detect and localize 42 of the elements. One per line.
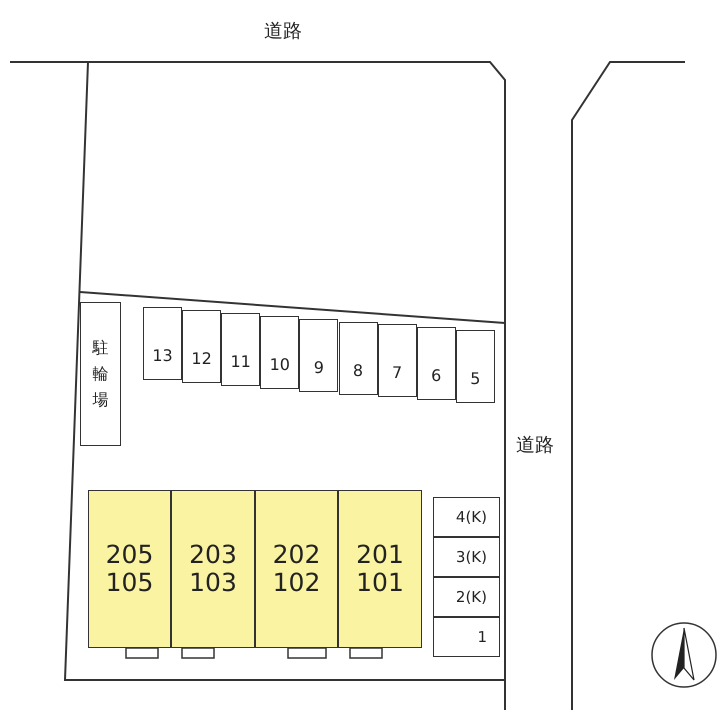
parking-space bbox=[433, 617, 500, 657]
space-number: 7 bbox=[392, 363, 402, 382]
apartment-unit bbox=[338, 490, 422, 648]
space-number: 2(K) bbox=[456, 588, 487, 606]
bicycle-parking-area bbox=[80, 302, 121, 446]
parking-space bbox=[338, 322, 378, 394]
apartment-unit bbox=[171, 490, 255, 648]
space-number: 3(K) bbox=[456, 548, 487, 566]
space-number: 203 bbox=[189, 541, 237, 569]
parking-space bbox=[182, 310, 222, 383]
parking-space bbox=[299, 318, 338, 392]
space-number: 105 bbox=[106, 569, 154, 597]
space-number: 202 bbox=[272, 541, 320, 569]
space-number: 12 bbox=[191, 348, 212, 368]
space-number: 9 bbox=[314, 358, 324, 377]
space-number: 6 bbox=[431, 366, 442, 386]
space-number: 13 bbox=[152, 346, 173, 365]
space-number: 4(K) bbox=[456, 508, 487, 526]
parking-space bbox=[433, 497, 500, 537]
parking-space bbox=[221, 312, 260, 386]
parking-space bbox=[378, 324, 417, 398]
road-label: 道路 bbox=[264, 19, 302, 44]
parking-space bbox=[143, 307, 182, 380]
apartment-unit bbox=[88, 490, 171, 648]
space-number: 8 bbox=[352, 360, 364, 380]
space-number: 1 bbox=[477, 628, 487, 646]
space-number: 102 bbox=[272, 569, 320, 597]
space-number: 11 bbox=[230, 352, 251, 371]
space-number: 5 bbox=[470, 369, 480, 388]
space-number: 103 bbox=[189, 569, 237, 597]
space-number: 101 bbox=[356, 569, 404, 597]
parking-space bbox=[416, 327, 456, 400]
parking-space bbox=[260, 316, 300, 389]
space-number: 201 bbox=[356, 541, 404, 569]
parking-space bbox=[433, 537, 500, 577]
space-number: 駐輪場 bbox=[92, 337, 109, 411]
road-label: 道路 bbox=[516, 433, 554, 458]
parking-space bbox=[456, 330, 495, 404]
space-number: 10 bbox=[270, 354, 290, 374]
parking-space bbox=[433, 577, 500, 617]
apartment-unit bbox=[255, 490, 338, 648]
space-number: 205 bbox=[106, 541, 154, 569]
